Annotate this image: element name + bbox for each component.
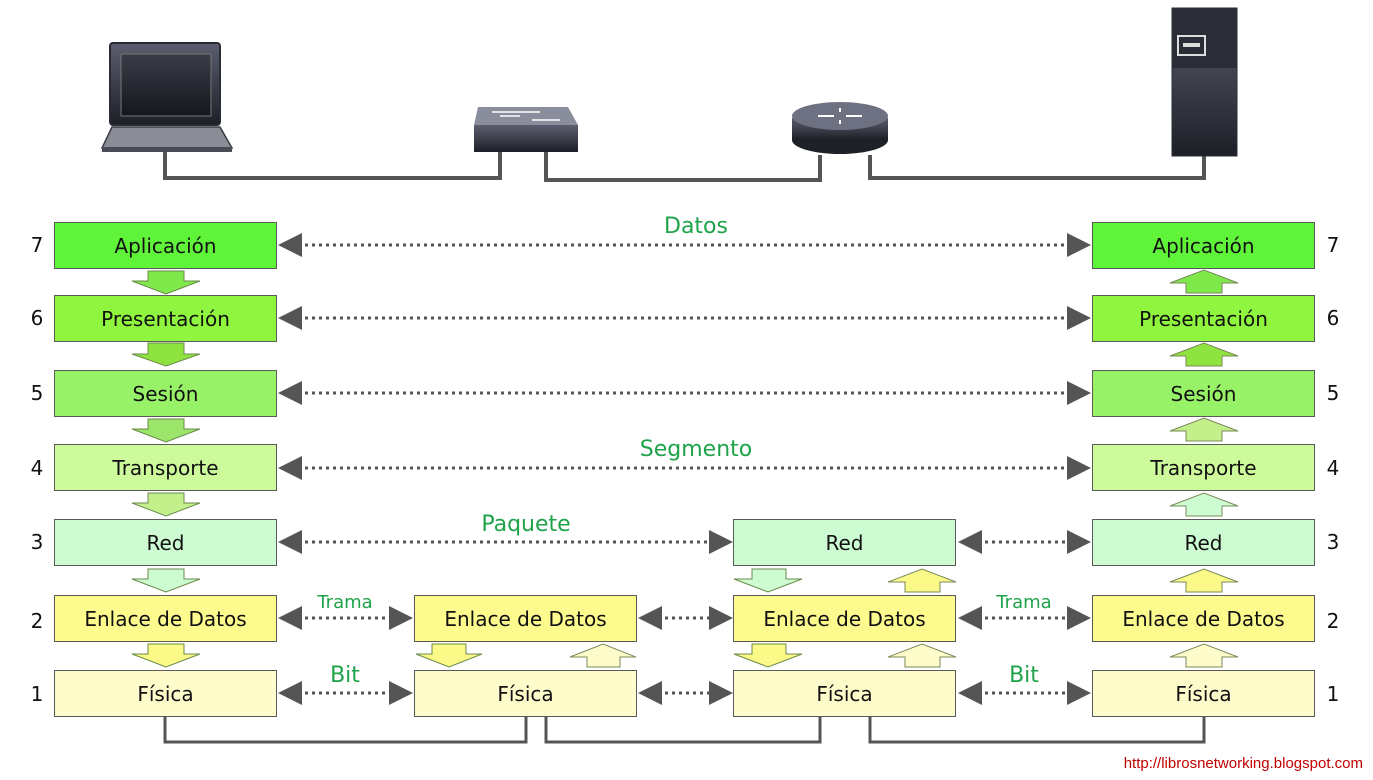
pdu-label-bit-left: Bit xyxy=(330,663,360,688)
right-layer-5-label: Sesión xyxy=(1170,381,1237,406)
right-number-6: 6 xyxy=(1326,306,1340,330)
left-layer-1-label: Física xyxy=(137,681,194,706)
switch-icon xyxy=(474,107,578,152)
router-layer-3-box: Red xyxy=(733,519,956,566)
right-layer-5-box: Sesión xyxy=(1092,370,1315,417)
top-cables xyxy=(163,150,1206,182)
right-layer-7-box: Aplicación xyxy=(1092,222,1315,269)
left-layer-1-box: Física xyxy=(54,670,277,717)
right-layer-2-label: Enlace de Datos xyxy=(1122,606,1285,631)
router-icon xyxy=(792,102,888,154)
right-layer-1-box: Física xyxy=(1092,670,1315,717)
right-layer-2-box: Enlace de Datos xyxy=(1092,595,1315,642)
right-number-7: 7 xyxy=(1326,233,1340,257)
right-number-1: 1 xyxy=(1326,682,1340,706)
right-layer-6-box: Presentación xyxy=(1092,295,1315,342)
right-layer-4-box: Transporte xyxy=(1092,444,1315,491)
left-number-2: 2 xyxy=(30,609,44,633)
left-number-1: 1 xyxy=(30,682,44,706)
left-number-7: 7 xyxy=(30,233,44,257)
right-number-4: 4 xyxy=(1326,456,1340,480)
left-layer-5-box: Sesión xyxy=(54,370,277,417)
pdu-label-segmento: Segmento xyxy=(639,437,753,462)
left-layer-6-label: Presentación xyxy=(101,306,230,331)
right-number-2: 2 xyxy=(1326,609,1340,633)
switch-layer-2-label: Enlace de Datos xyxy=(444,606,607,631)
left-layer-2-label: Enlace de Datos xyxy=(84,606,247,631)
left-number-4: 4 xyxy=(30,456,44,480)
right-layer-6-label: Presentación xyxy=(1139,306,1268,331)
left-layer-3-label: Red xyxy=(146,530,185,555)
right-layer-3-label: Red xyxy=(1184,530,1223,555)
pdu-label-trama-left: Trama xyxy=(317,592,373,613)
left-number-6: 6 xyxy=(30,306,44,330)
pdu-label-bit-right: Bit xyxy=(1009,663,1039,688)
switch-layer-1-label: Física xyxy=(497,681,554,706)
peer-arrows xyxy=(278,233,1091,705)
right-number-5: 5 xyxy=(1326,381,1340,405)
pdu-label-trama-right: Trama xyxy=(996,592,1052,613)
source-url[interactable]: http://librosnetworking.blogspot.com xyxy=(1123,755,1363,772)
router-layer-3-label: Red xyxy=(825,530,864,555)
router-layer-2-box: Enlace de Datos xyxy=(733,595,956,642)
up-arrows xyxy=(569,269,1239,668)
server-icon xyxy=(1171,7,1238,157)
left-layer-3-box: Red xyxy=(54,519,277,566)
right-layer-3-box: Red xyxy=(1092,519,1315,566)
pdu-label-paquete: Paquete xyxy=(481,512,571,537)
left-layer-2-box: Enlace de Datos xyxy=(54,595,277,642)
pdu-label-datos: Datos xyxy=(664,214,728,239)
left-layer-4-box: Transporte xyxy=(54,444,277,491)
router-layer-1-box: Física xyxy=(733,670,956,717)
bottom-cables xyxy=(163,716,1206,744)
left-number-3: 3 xyxy=(30,530,44,554)
left-layer-4-label: Transporte xyxy=(112,455,219,480)
left-layer-7-label: Aplicación xyxy=(114,233,217,258)
right-layer-1-label: Física xyxy=(1175,681,1232,706)
right-layer-7-label: Aplicación xyxy=(1152,233,1255,258)
left-layer-6-box: Presentación xyxy=(54,295,277,342)
right-number-3: 3 xyxy=(1326,530,1340,554)
left-layer-7-box: Aplicación xyxy=(54,222,277,269)
down-arrows xyxy=(131,270,803,668)
switch-layer-1-box: Física xyxy=(414,670,637,717)
router-layer-2-label: Enlace de Datos xyxy=(763,606,926,631)
right-layer-4-label: Transporte xyxy=(1150,455,1257,480)
switch-layer-2-box: Enlace de Datos xyxy=(414,595,637,642)
router-layer-1-label: Física xyxy=(816,681,873,706)
left-number-5: 5 xyxy=(30,381,44,405)
laptop-icon xyxy=(100,42,234,152)
left-layer-5-label: Sesión xyxy=(132,381,199,406)
